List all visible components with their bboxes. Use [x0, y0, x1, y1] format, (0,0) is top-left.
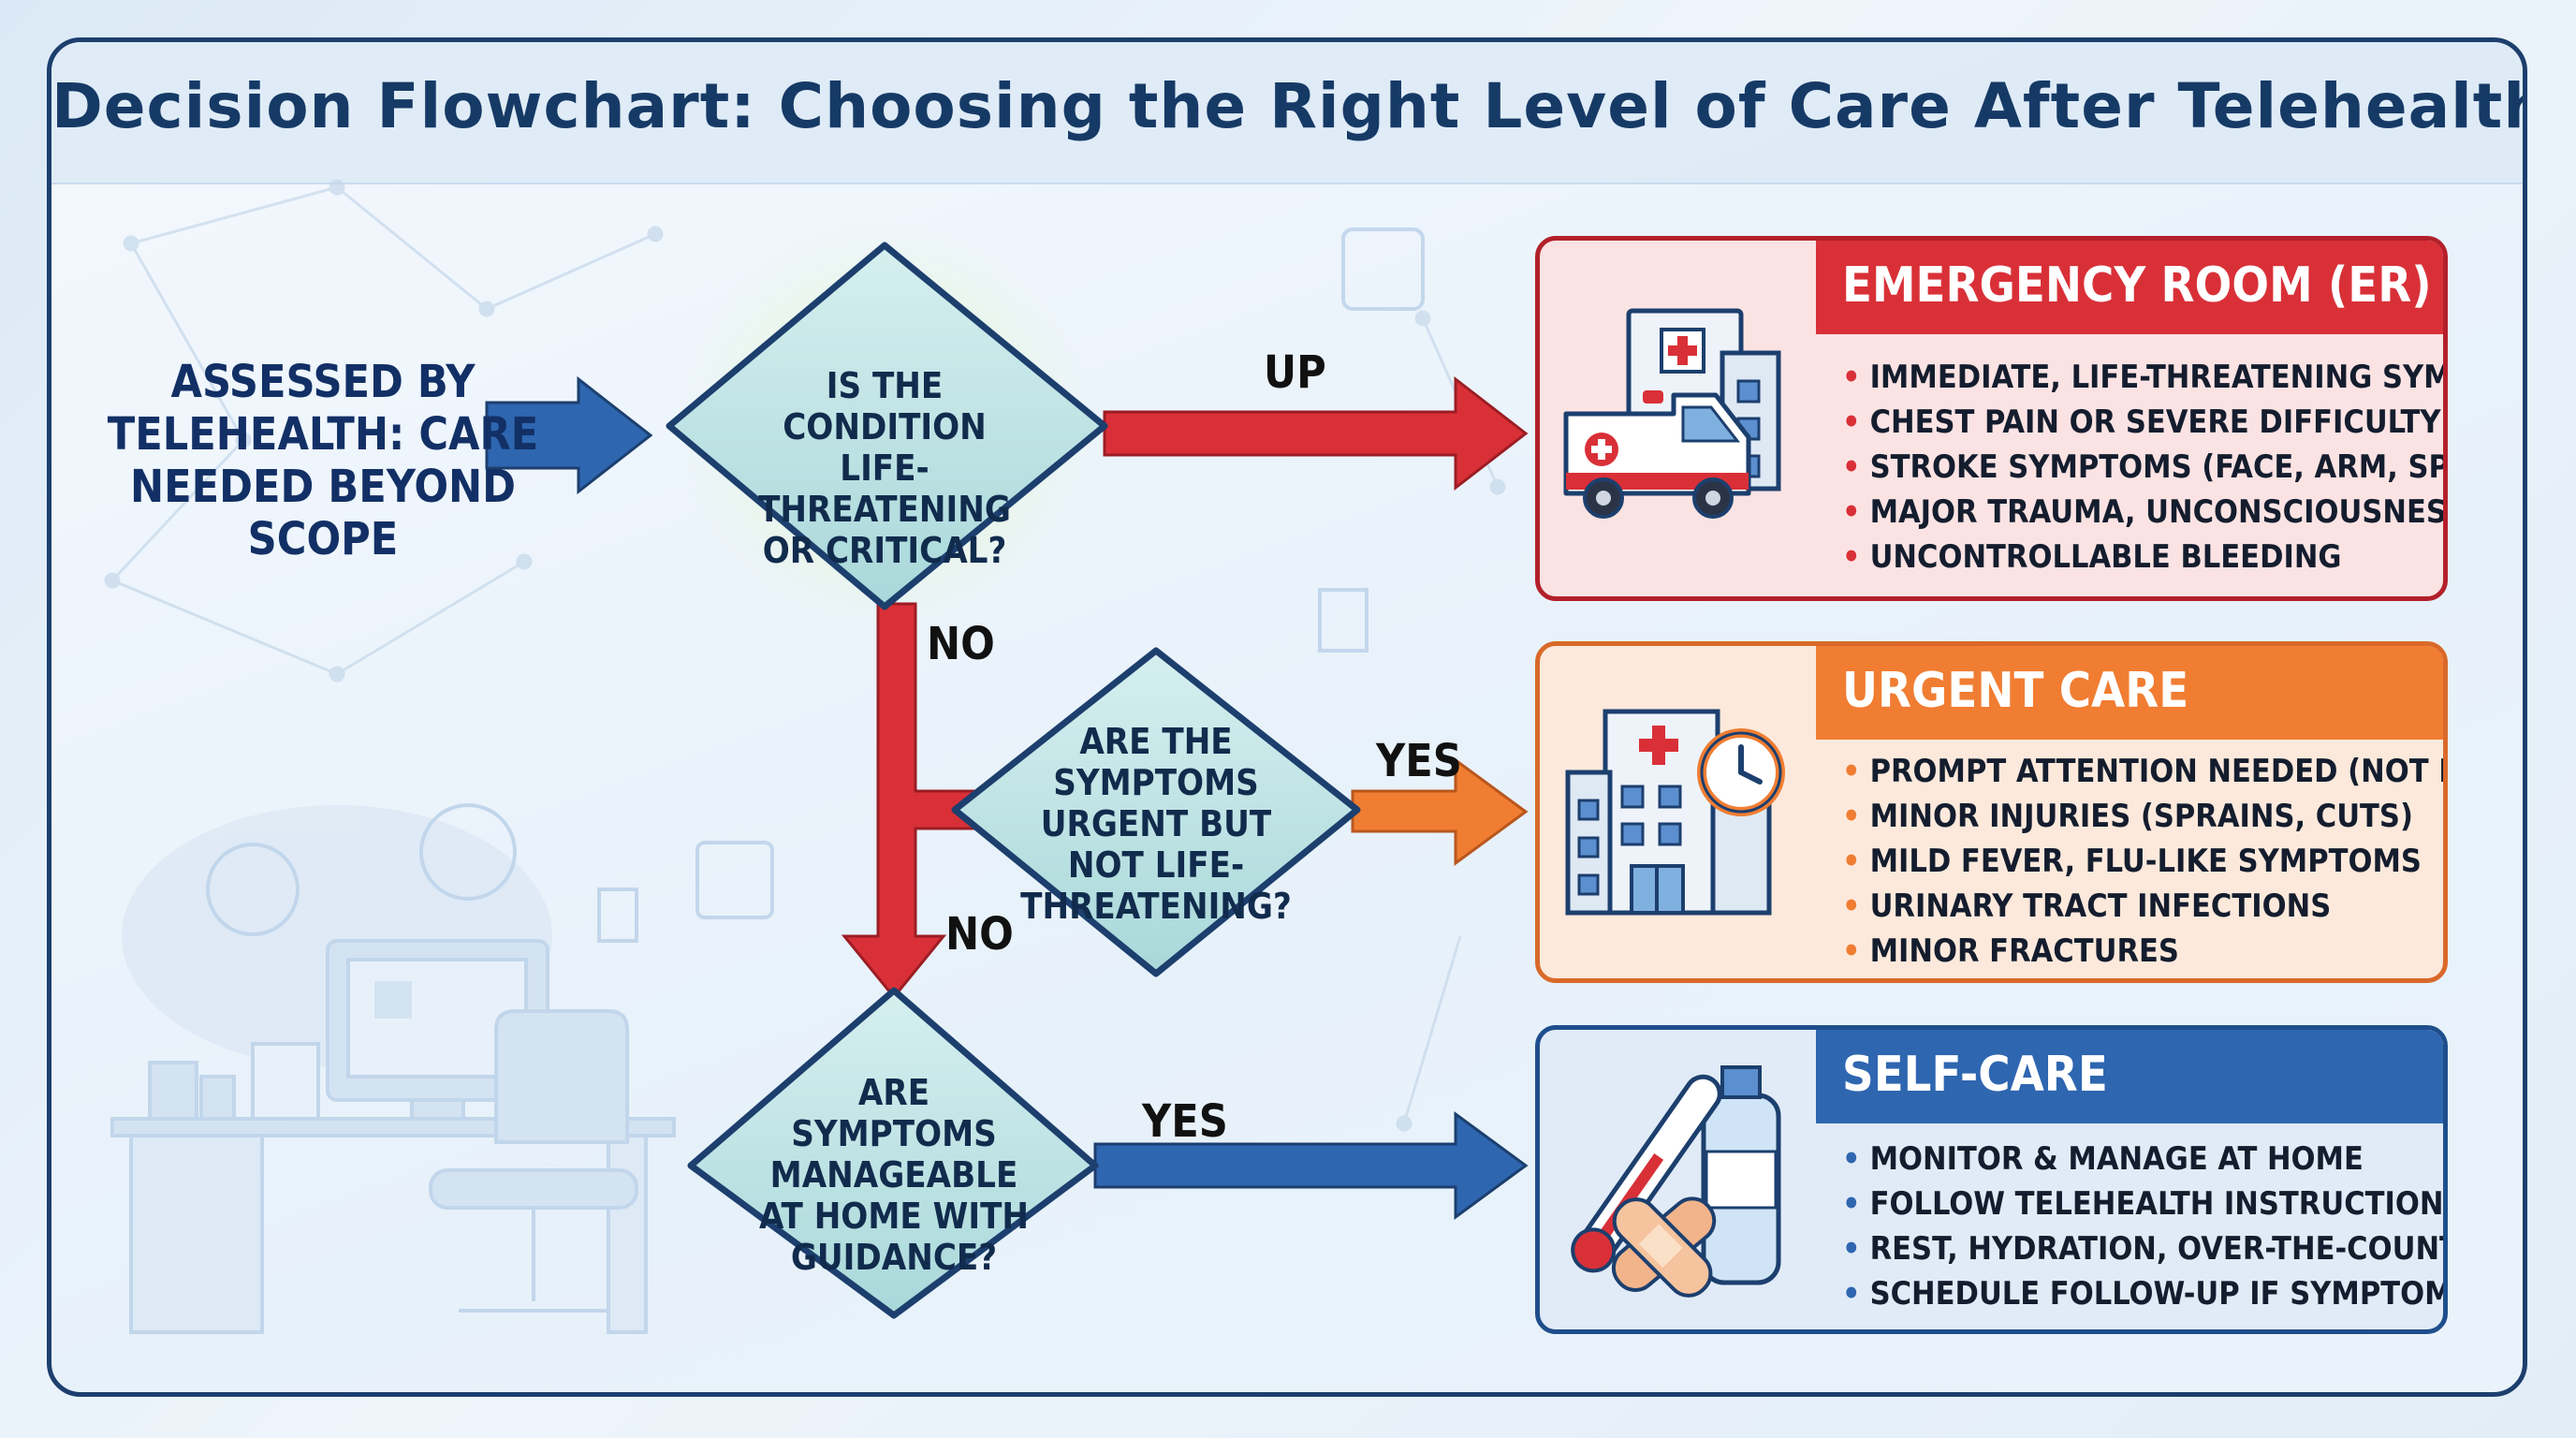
urgent-care-card: Urgent Care Prompt attention needed (not… [1535, 641, 2448, 983]
er-criterion: Stroke symptoms (face, arm, speech) [1842, 445, 2443, 490]
start-node-text: Assessed by Telehealth: Care Needed Beyo… [107, 356, 539, 565]
urgent-care-card-body: Prompt attention needed (not emergency) … [1816, 740, 2443, 978]
page-title: Decision Flowchart: Choosing the Right L… [51, 70, 2527, 142]
urgent-care-criterion: Prompt attention needed (not emergency) [1842, 749, 2443, 794]
er-criteria-list: Immediate, life-threatening symptoms Che… [1816, 334, 2443, 580]
self-care-criterion: Monitor & manage at home [1842, 1137, 2443, 1181]
self-care-card-body: Monitor & manage at home Follow teleheal… [1816, 1123, 2443, 1329]
background-desk-illustration [110, 227, 1425, 1334]
urgent-care-criteria-list: Prompt attention needed (not emergency) … [1816, 740, 2443, 974]
arrow-selfcare [1093, 1111, 1529, 1220]
urgent-care-card-header: Urgent Care [1816, 646, 2443, 740]
self-care-card: Self-Care Monitor & manage at home Follo… [1535, 1025, 2448, 1334]
edge-label-er: UP [1264, 346, 1326, 399]
er-criterion: Immediate, life-threatening symptoms [1842, 355, 2443, 400]
urgent-care-criterion: Urinary tract infections [1842, 884, 2443, 929]
decision-1-text: Is the condition life-threatening or cri… [758, 365, 1011, 571]
start-arrow [485, 375, 653, 495]
self-care-criterion: Follow telehealth instructions [1842, 1181, 2443, 1226]
edge-label-urgent: YES [1376, 735, 1462, 787]
urgent-care-criterion: Minor injuries (sprains, cuts) [1842, 794, 2443, 839]
arrow-er [1103, 375, 1529, 492]
er-card-title: Emergency Room (ER) [1842, 257, 2432, 314]
er-criterion: Major trauma, unconsciousness [1842, 490, 2443, 535]
urgent-care-card-title: Urgent Care [1842, 663, 2189, 719]
edge-label-d1-no: NO [927, 618, 995, 670]
decision-3-text: Are symptoms manageable at home with gui… [758, 1072, 1030, 1278]
decision-diamond-1 [666, 242, 1108, 610]
background-network [104, 179, 2154, 1132]
arrow-d1-no [841, 602, 975, 1000]
arrow-urgent [1351, 757, 1529, 866]
title-band: Decision Flowchart: Choosing the Right L… [51, 42, 2523, 184]
decision-2-text: Are the symptoms urgent but not life-thr… [1020, 721, 1292, 927]
edge-label-selfcare: YES [1142, 1095, 1228, 1148]
clinic-clock-icon [1540, 646, 1816, 978]
er-card-header: Emergency Room (ER) [1816, 241, 2443, 334]
self-care-card-title: Self-Care [1842, 1047, 2108, 1103]
er-criterion: Uncontrollable bleeding [1842, 535, 2443, 580]
thermometer-bandage-water-icon [1540, 1030, 1816, 1329]
er-card: Emergency Room (ER) Immediate, life-thre… [1535, 236, 2448, 601]
decision-diamond-2 [951, 647, 1361, 977]
er-criterion: Chest pain or severe difficulty breathin… [1842, 400, 2443, 445]
decision-diamond-3 [687, 987, 1099, 1319]
self-care-criterion: Rest, hydration, over-the-counter meds [1842, 1226, 2443, 1271]
er-card-body: Immediate, life-threatening symptoms Che… [1816, 334, 2443, 596]
self-care-criteria-list: Monitor & manage at home Follow teleheal… [1816, 1123, 2443, 1316]
urgent-care-criterion: Minor fractures [1842, 929, 2443, 974]
edge-label-d2-no: NO [945, 908, 1014, 961]
self-care-criterion: Schedule follow-up if symptoms persist [1842, 1271, 2443, 1316]
urgent-care-criterion: Mild fever, flu-like symptoms [1842, 839, 2443, 884]
self-care-card-header: Self-Care [1816, 1030, 2443, 1123]
ambulance-hospital-icon [1540, 241, 1816, 596]
